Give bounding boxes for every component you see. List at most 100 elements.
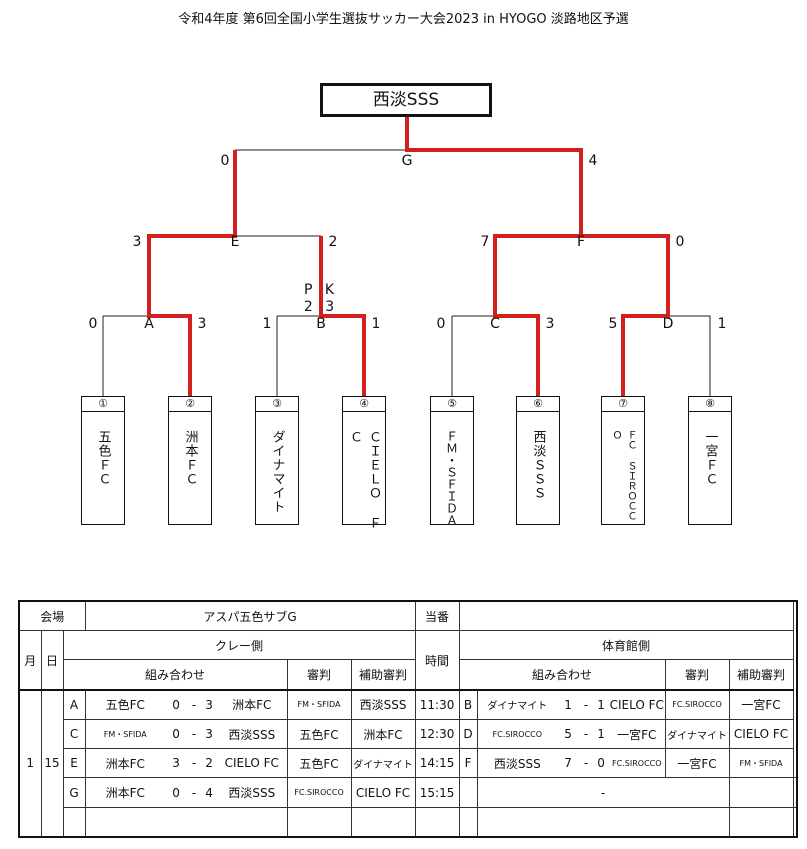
schedule-table: 会場 アスパ五色サブG 当番 月 日 クレー側 時間 体育館側 組み合わせ 審判… (18, 600, 798, 838)
semi-left-left-score: 3 (132, 234, 142, 250)
champion-box: 西淡SSS (320, 83, 492, 117)
final-code: G (401, 153, 413, 169)
team-number: ① (82, 397, 124, 412)
table-row (19, 806, 798, 838)
r1-d-left: 5 (608, 316, 618, 332)
bracket-lines (102, 117, 711, 396)
team-number: ⑤ (431, 397, 473, 412)
home-score: 7 (557, 748, 580, 779)
referee-label: 審判 (664, 659, 730, 691)
r1-a-code: A (144, 316, 154, 332)
home-score: 0 (165, 688, 188, 721)
score-dash: - (187, 777, 202, 808)
home-score: 3 (165, 748, 188, 779)
team-box-6: ⑥ 西淡ＳＳＳ (516, 396, 560, 525)
home-team: FC.SIROCCO (476, 719, 558, 750)
assist-referee: ダイナマイト (350, 748, 416, 779)
score-dash: - (579, 688, 594, 721)
pk-label: P K (303, 282, 339, 298)
semi-right-code: F (576, 234, 586, 250)
team-number: ② (169, 397, 211, 412)
team-number: ⑧ (689, 397, 731, 412)
team-box-8: ⑧ 一宮ＦＣ (688, 396, 732, 525)
match-code: B (458, 688, 478, 721)
r1-d-code: D (662, 316, 674, 332)
team-name: 一宮ＦＣ (702, 430, 718, 486)
kickoff-time: 15:15 (414, 777, 460, 808)
home-score: 0 (165, 777, 188, 808)
assist-label: 補助審判 (350, 659, 416, 691)
empty-cell (84, 806, 288, 838)
match-code (458, 777, 478, 808)
kickoff-time: 12:30 (414, 719, 460, 750)
team-name: ＣＩＥＬＯ ＦＣ (347, 430, 381, 530)
score-dash: - (187, 688, 202, 721)
r1-a-right: 3 (197, 316, 207, 332)
referee: FM・SFIDA (286, 688, 352, 721)
empty-cell (476, 806, 730, 838)
team-name: 五色ＦＣ (95, 430, 111, 486)
referee: 五色FC (286, 719, 352, 750)
team-name: ダイナマイト (269, 430, 285, 514)
kickoff-time: 11:30 (414, 688, 460, 721)
matchup-label: 組み合わせ (62, 659, 288, 691)
match-code: G (62, 777, 86, 808)
assist-label: 補助審判 (728, 659, 794, 691)
score-dash: - (187, 748, 202, 779)
team-number: ⑥ (517, 397, 559, 412)
assist-referee: CIELO FC (728, 719, 794, 750)
away-team: CIELO FC (609, 688, 666, 721)
away-score: 1 (593, 688, 610, 721)
final-right-score: 4 (588, 153, 598, 169)
home-score: 1 (557, 688, 580, 721)
empty-cell (62, 806, 86, 838)
time-label: 時間 (414, 630, 460, 691)
assist-referee (792, 777, 798, 808)
r1-c-left: 0 (436, 316, 446, 332)
empty-cell (286, 806, 352, 838)
team-name: 洲本ＦＣ (182, 430, 198, 486)
pk-score: 2 3 (303, 299, 339, 315)
r1-b-left: 1 (262, 316, 272, 332)
venue-label: 会場 (18, 600, 86, 632)
home-team: 五色FC (84, 688, 166, 721)
duty-label: 当番 (414, 600, 460, 632)
score-dash: - (476, 777, 730, 808)
table-row: G 洲本FC 0 - 4 西淡SSS FC.SIROCCO CIELO FC 1… (19, 777, 798, 808)
away-score: 0 (593, 748, 610, 779)
clay-side-label: クレー側 (62, 630, 416, 661)
away-score: 4 (201, 777, 218, 808)
away-team: 一宮FC (609, 719, 666, 750)
semi-left-right-score: 2 (328, 234, 338, 250)
away-score: 3 (201, 719, 218, 750)
home-team: 西淡SSS (476, 748, 558, 779)
r1-b-right: 1 (371, 316, 381, 332)
home-team: 洲本FC (84, 777, 166, 808)
referee: ダイナマイト (664, 719, 730, 750)
away-team: FC.SIROCCO (609, 748, 666, 779)
table-row: E 洲本FC 3 - 2 CIELO FC 五色FC ダイナマイト 14:15 … (19, 748, 797, 779)
team-box-2: ② 洲本ＦＣ (168, 396, 212, 525)
table-row: C FM・SFIDA 0 - 3 西淡SSS 五色FC 洲本FC 12:30 D… (19, 719, 797, 750)
day-label: 日 (40, 630, 64, 691)
table-row: 1 15 A 五色FC 0 - 3 洲本FC FM・SFIDA 西淡SSS 11… (18, 688, 797, 838)
referee (728, 777, 794, 808)
matchup-label: 組み合わせ (458, 659, 666, 691)
team-name: ＦＣ ＳＩＲＯＣＣＯ (610, 430, 636, 521)
match-code: C (62, 719, 86, 750)
r1-a-left: 0 (88, 316, 98, 332)
away-team: 西淡SSS (217, 777, 288, 808)
empty-cell (792, 806, 798, 838)
month-label: 月 (18, 630, 42, 691)
home-team: 洲本FC (84, 748, 166, 779)
empty-cell (350, 806, 416, 838)
home-score: 0 (165, 719, 188, 750)
duty-value (458, 600, 794, 632)
referee: FC.SIROCCO (664, 688, 730, 721)
r1-c-code: C (490, 316, 500, 332)
assist-referee: CIELO FC (350, 777, 416, 808)
team-name: 西淡ＳＳＳ (530, 430, 546, 500)
empty-cell (458, 806, 478, 838)
score-dash: - (187, 719, 202, 750)
team-box-5: ⑤ ＦＭ・ＳＦＩＤＡ (430, 396, 474, 526)
